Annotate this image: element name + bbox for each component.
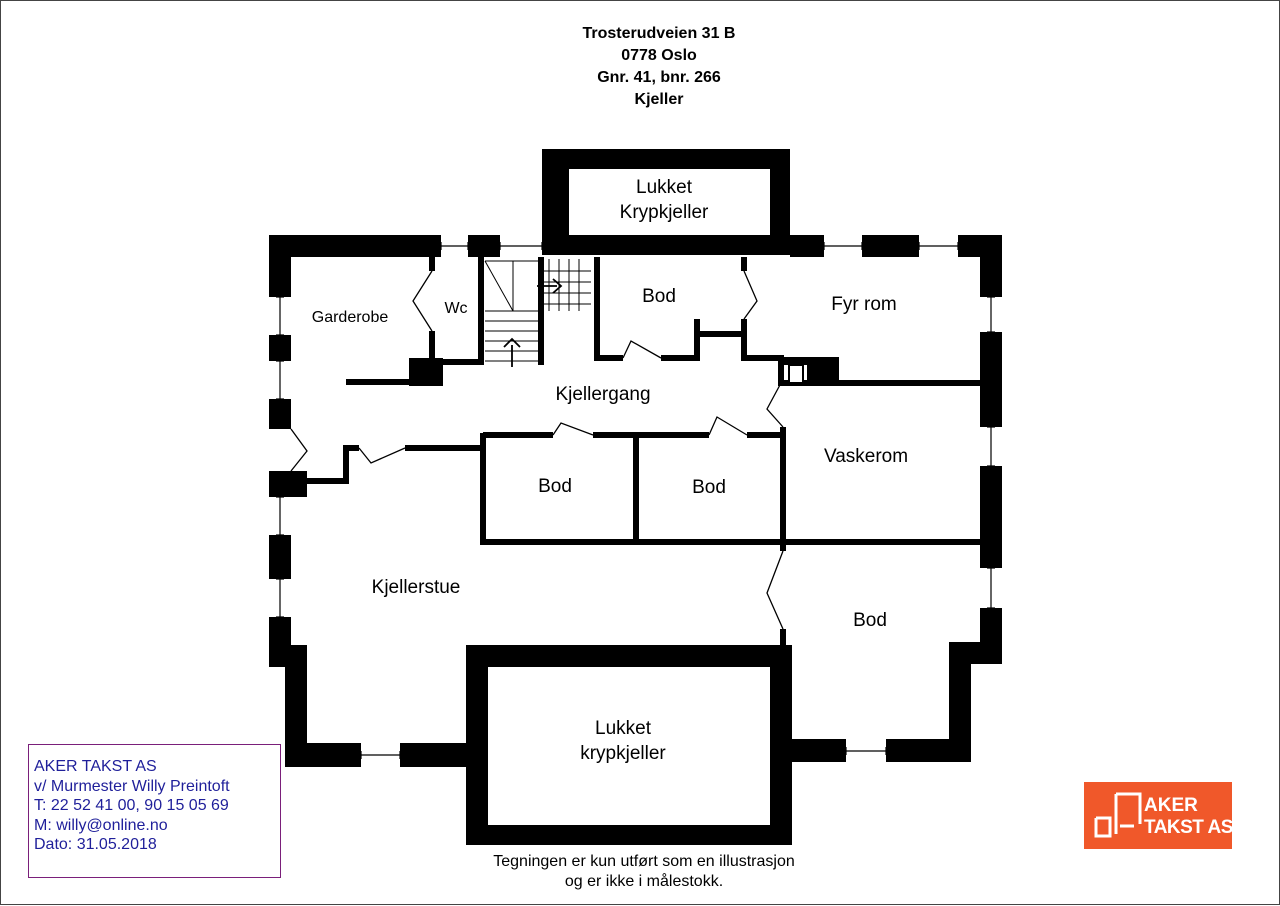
room-label-garderobe: Garderobe — [312, 309, 389, 326]
disclaimer-line-1: Tegningen er kun utført som en illustras… — [493, 853, 795, 870]
room-label-vaskerom: Vaskerom — [824, 446, 908, 467]
cadastral-line: Gnr. 41, bnr. 266 — [597, 69, 721, 86]
floor-line: Kjeller — [634, 91, 684, 108]
contact-person: v/ Murmester Willy Preintoft — [34, 777, 230, 795]
contact-box: AKER TAKST AS v/ Murmester Willy Preinto… — [28, 744, 281, 878]
exterior-walls — [269, 149, 1002, 845]
room-labels: Lukket Krypkjeller Garderobe Wc Bod Fyr … — [312, 177, 908, 764]
room-label-bod-right: Bod — [853, 610, 887, 631]
company-logo: AKER TAKST AS — [1084, 782, 1232, 849]
contact-phone: T: 22 52 41 00, 90 15 05 69 — [34, 797, 229, 814]
plan-header: Trosterudveien 31 B 0778 Oslo Gnr. 41, b… — [509, 23, 809, 111]
contact-company: AKER TAKST AS — [34, 758, 157, 775]
postal-line: 0778 Oslo — [621, 47, 697, 64]
logo-text-line-2: TAKST AS — [1144, 817, 1232, 838]
doors — [290, 270, 804, 630]
room-label-wc: Wc — [444, 300, 467, 317]
windows — [276, 242, 995, 759]
contact-date: Dato: 31.05.2018 — [34, 836, 157, 853]
scale-disclaimer: Tegningen er kun utført som en illustras… — [444, 852, 844, 892]
room-label-crawl-top-2: Krypkjeller — [620, 202, 709, 223]
room-label-crawl-bottom-2: krypkjeller — [580, 743, 666, 764]
room-label-fyr-rom: Fyr rom — [831, 294, 896, 315]
logo-text-line-1: AKER — [1144, 795, 1198, 816]
room-label-kjellergang: Kjellergang — [555, 384, 650, 405]
contact-email: M: willy@online.no — [34, 816, 168, 834]
interior-walls — [291, 257, 980, 645]
disclaimer-line-2: og er ikke i målestokk. — [564, 873, 724, 890]
room-label-bod-top: Bod — [642, 286, 676, 307]
stairs — [484, 259, 591, 367]
room-label-kjellerstue: Kjellerstue — [372, 577, 461, 598]
room-label-bod-mid-left: Bod — [538, 476, 572, 497]
room-label-crawl-top-1: Lukket — [636, 177, 693, 198]
room-label-crawl-bottom-1: Lukket — [595, 718, 652, 739]
room-label-bod-mid-right: Bod — [692, 477, 726, 498]
logo-mark-icon — [1094, 792, 1142, 838]
address-line: Trosterudveien 31 B — [582, 25, 736, 42]
